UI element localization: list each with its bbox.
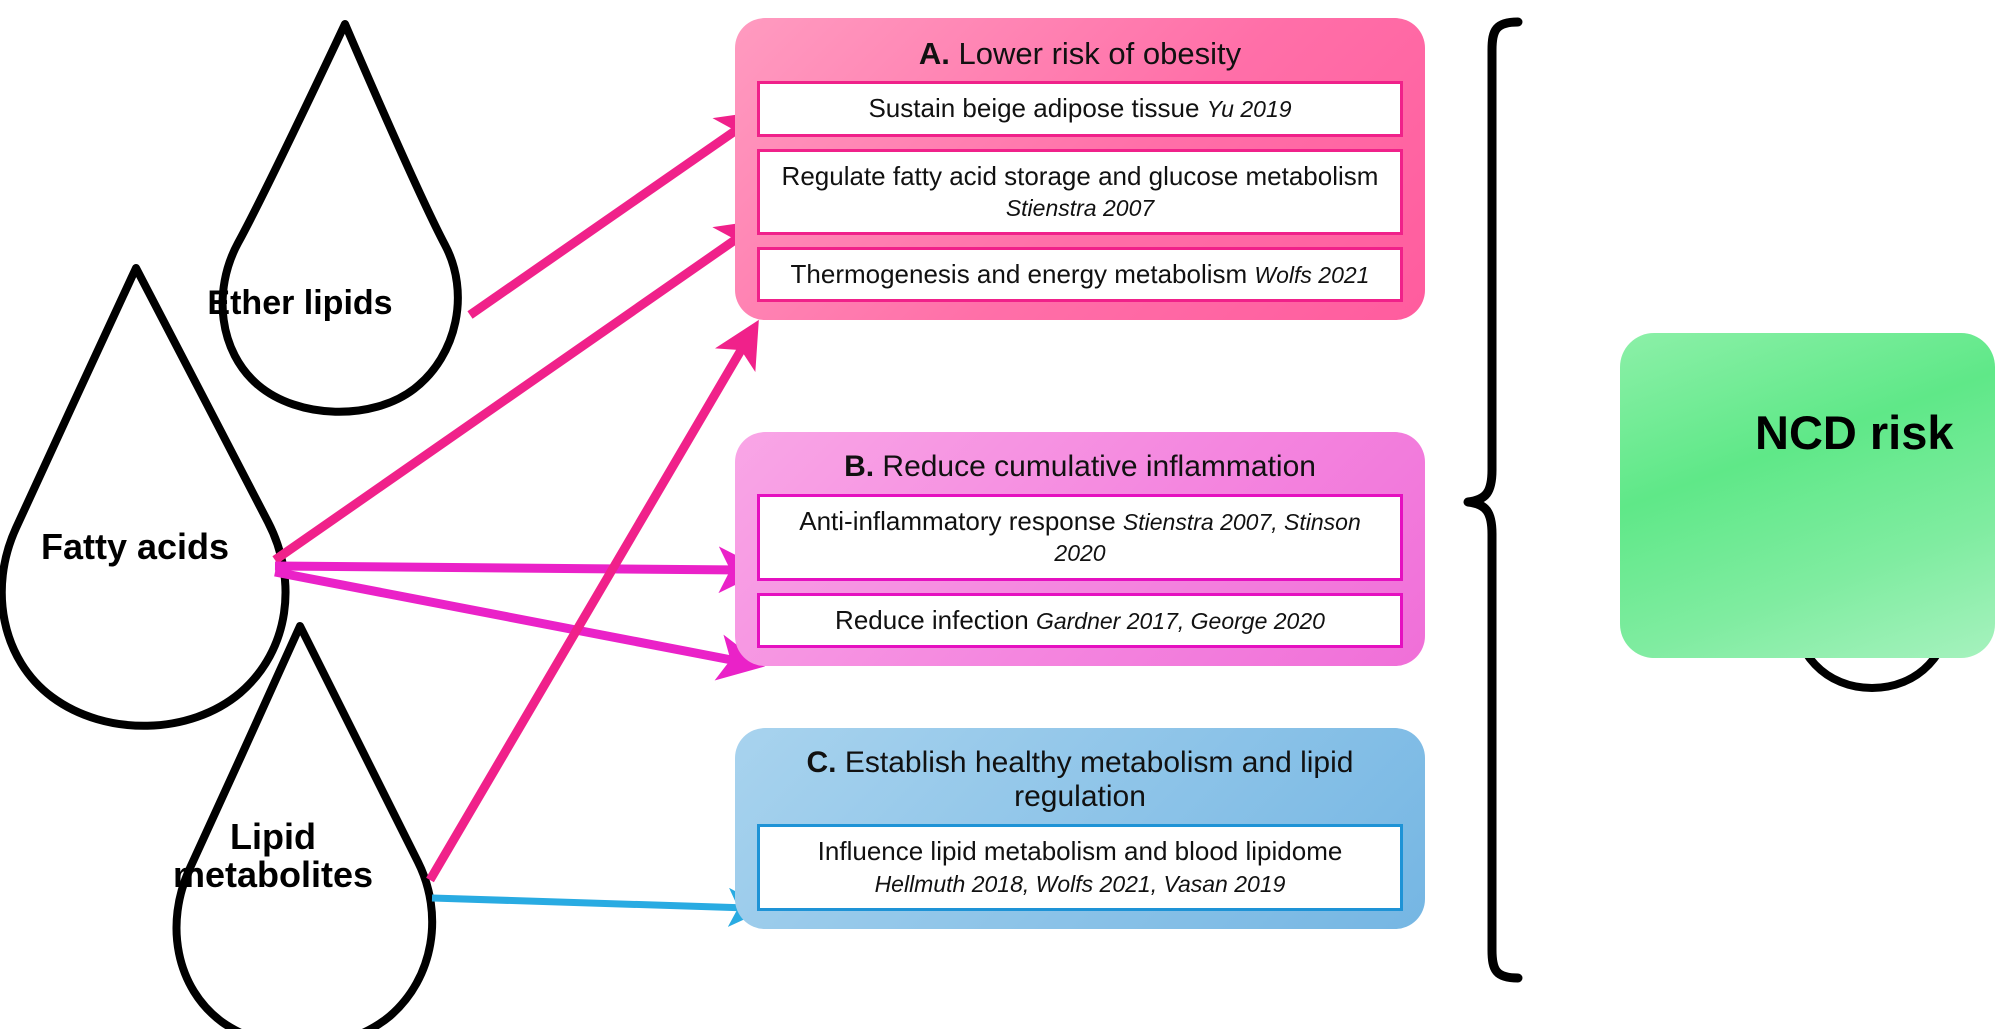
panel-b-row-1-citation: Stienstra 2007, Stinson 2020 <box>1054 509 1361 567</box>
panel-b-letter: B. <box>844 450 875 483</box>
droplet-label-fatty-acids: Fatty acids <box>40 526 230 567</box>
panel-b-row-2[interactable]: Reduce infection Gardner 2017, George 20… <box>757 592 1403 648</box>
panel-b-title: B. Reduce cumulative inflammation <box>757 450 1403 484</box>
panel-a-row-3-text: Thermogenesis and energy metabolism <box>790 258 1255 289</box>
panel-a-title-text: Lower risk of obesity <box>949 36 1242 71</box>
ncd-risk-box <box>1620 333 1995 658</box>
panel-a-row-1-text: Sustain beige adipose tissue <box>868 93 1207 124</box>
panel-c-rows: Influence lipid metabolism and blood lip… <box>757 824 1403 911</box>
droplet-label-ether-lipids: Ether lipids <box>207 284 393 322</box>
panel-b-row-2-text: Reduce infection <box>835 604 1036 635</box>
droplet-label-lipid-metabolites: Lipid metabolites <box>172 816 374 896</box>
connector-arrows <box>272 110 768 927</box>
arrow-ether-to-a1 <box>467 110 765 319</box>
panel-b-reduce-inflammation: B. Reduce cumulative inflammation Anti-i… <box>735 432 1425 666</box>
panel-b-row-1[interactable]: Anti-inflammatory response Stienstra 200… <box>757 494 1403 581</box>
panel-c-row-1-text: Influence lipid metabolism and blood lip… <box>817 836 1343 867</box>
panel-a-row-1[interactable]: Sustain beige adipose tissue Yu 2019 <box>757 81 1403 137</box>
droplet-fatty-acids <box>0 264 290 730</box>
curly-brace <box>1463 17 1523 983</box>
panel-a-lower-risk-obesity: A. Lower risk of obesity Sustain beige a… <box>735 18 1425 321</box>
panel-c-row-1-citation: Hellmuth 2018, Wolfs 2021, Vasan 2019 <box>874 870 1286 897</box>
panel-c-letter: C. <box>806 746 837 779</box>
panel-a-letter: A. <box>918 36 950 71</box>
panel-a-rows: Sustain beige adipose tissue Yu 2019 Reg… <box>757 81 1403 303</box>
panel-a-row-2-citation: Stienstra 2007 <box>1005 194 1155 221</box>
panel-a-row-3-citation: Wolfs 2021 <box>1254 261 1370 288</box>
panel-a-title: A. Lower risk of obesity <box>757 36 1403 71</box>
panel-b-rows: Anti-inflammatory response Stienstra 200… <box>757 494 1403 648</box>
panel-b-row-2-citation: Gardner 2017, George 2020 <box>1035 607 1325 634</box>
panel-c-title: C. Establish healthy metabolism and lipi… <box>757 746 1403 814</box>
arrow-fatty-to-a2 <box>272 219 765 564</box>
panel-c-title-text: Establish healthy metabolism and lipid r… <box>836 746 1354 814</box>
panel-c-healthy-metabolism: C. Establish healthy metabolism and lipi… <box>735 728 1425 929</box>
arrow-fatty-to-b1 <box>274 546 766 594</box>
panel-c-row-1[interactable]: Influence lipid metabolism and blood lip… <box>757 824 1403 911</box>
panel-a-row-2[interactable]: Regulate fatty acid storage and glucose … <box>757 148 1403 235</box>
droplet-ether-lipids <box>218 20 462 416</box>
ncd-risk-label: NCD risk <box>1755 406 1954 459</box>
panel-a-row-2-text: Regulate fatty acid storage and glucose … <box>781 160 1379 191</box>
panel-b-row-1-text: Anti-inflammatory response <box>799 506 1123 537</box>
arrow-lipidmet-to-a3 <box>426 319 759 883</box>
arrow-lipidmet-to-c1 <box>431 887 768 927</box>
panel-a-row-1-citation: Yu 2019 <box>1206 96 1292 123</box>
arrow-fatty-to-b2 <box>274 567 765 681</box>
panel-b-title-text: Reduce cumulative inflammation <box>874 450 1316 483</box>
panel-a-row-3[interactable]: Thermogenesis and energy metabolism Wolf… <box>757 246 1403 303</box>
